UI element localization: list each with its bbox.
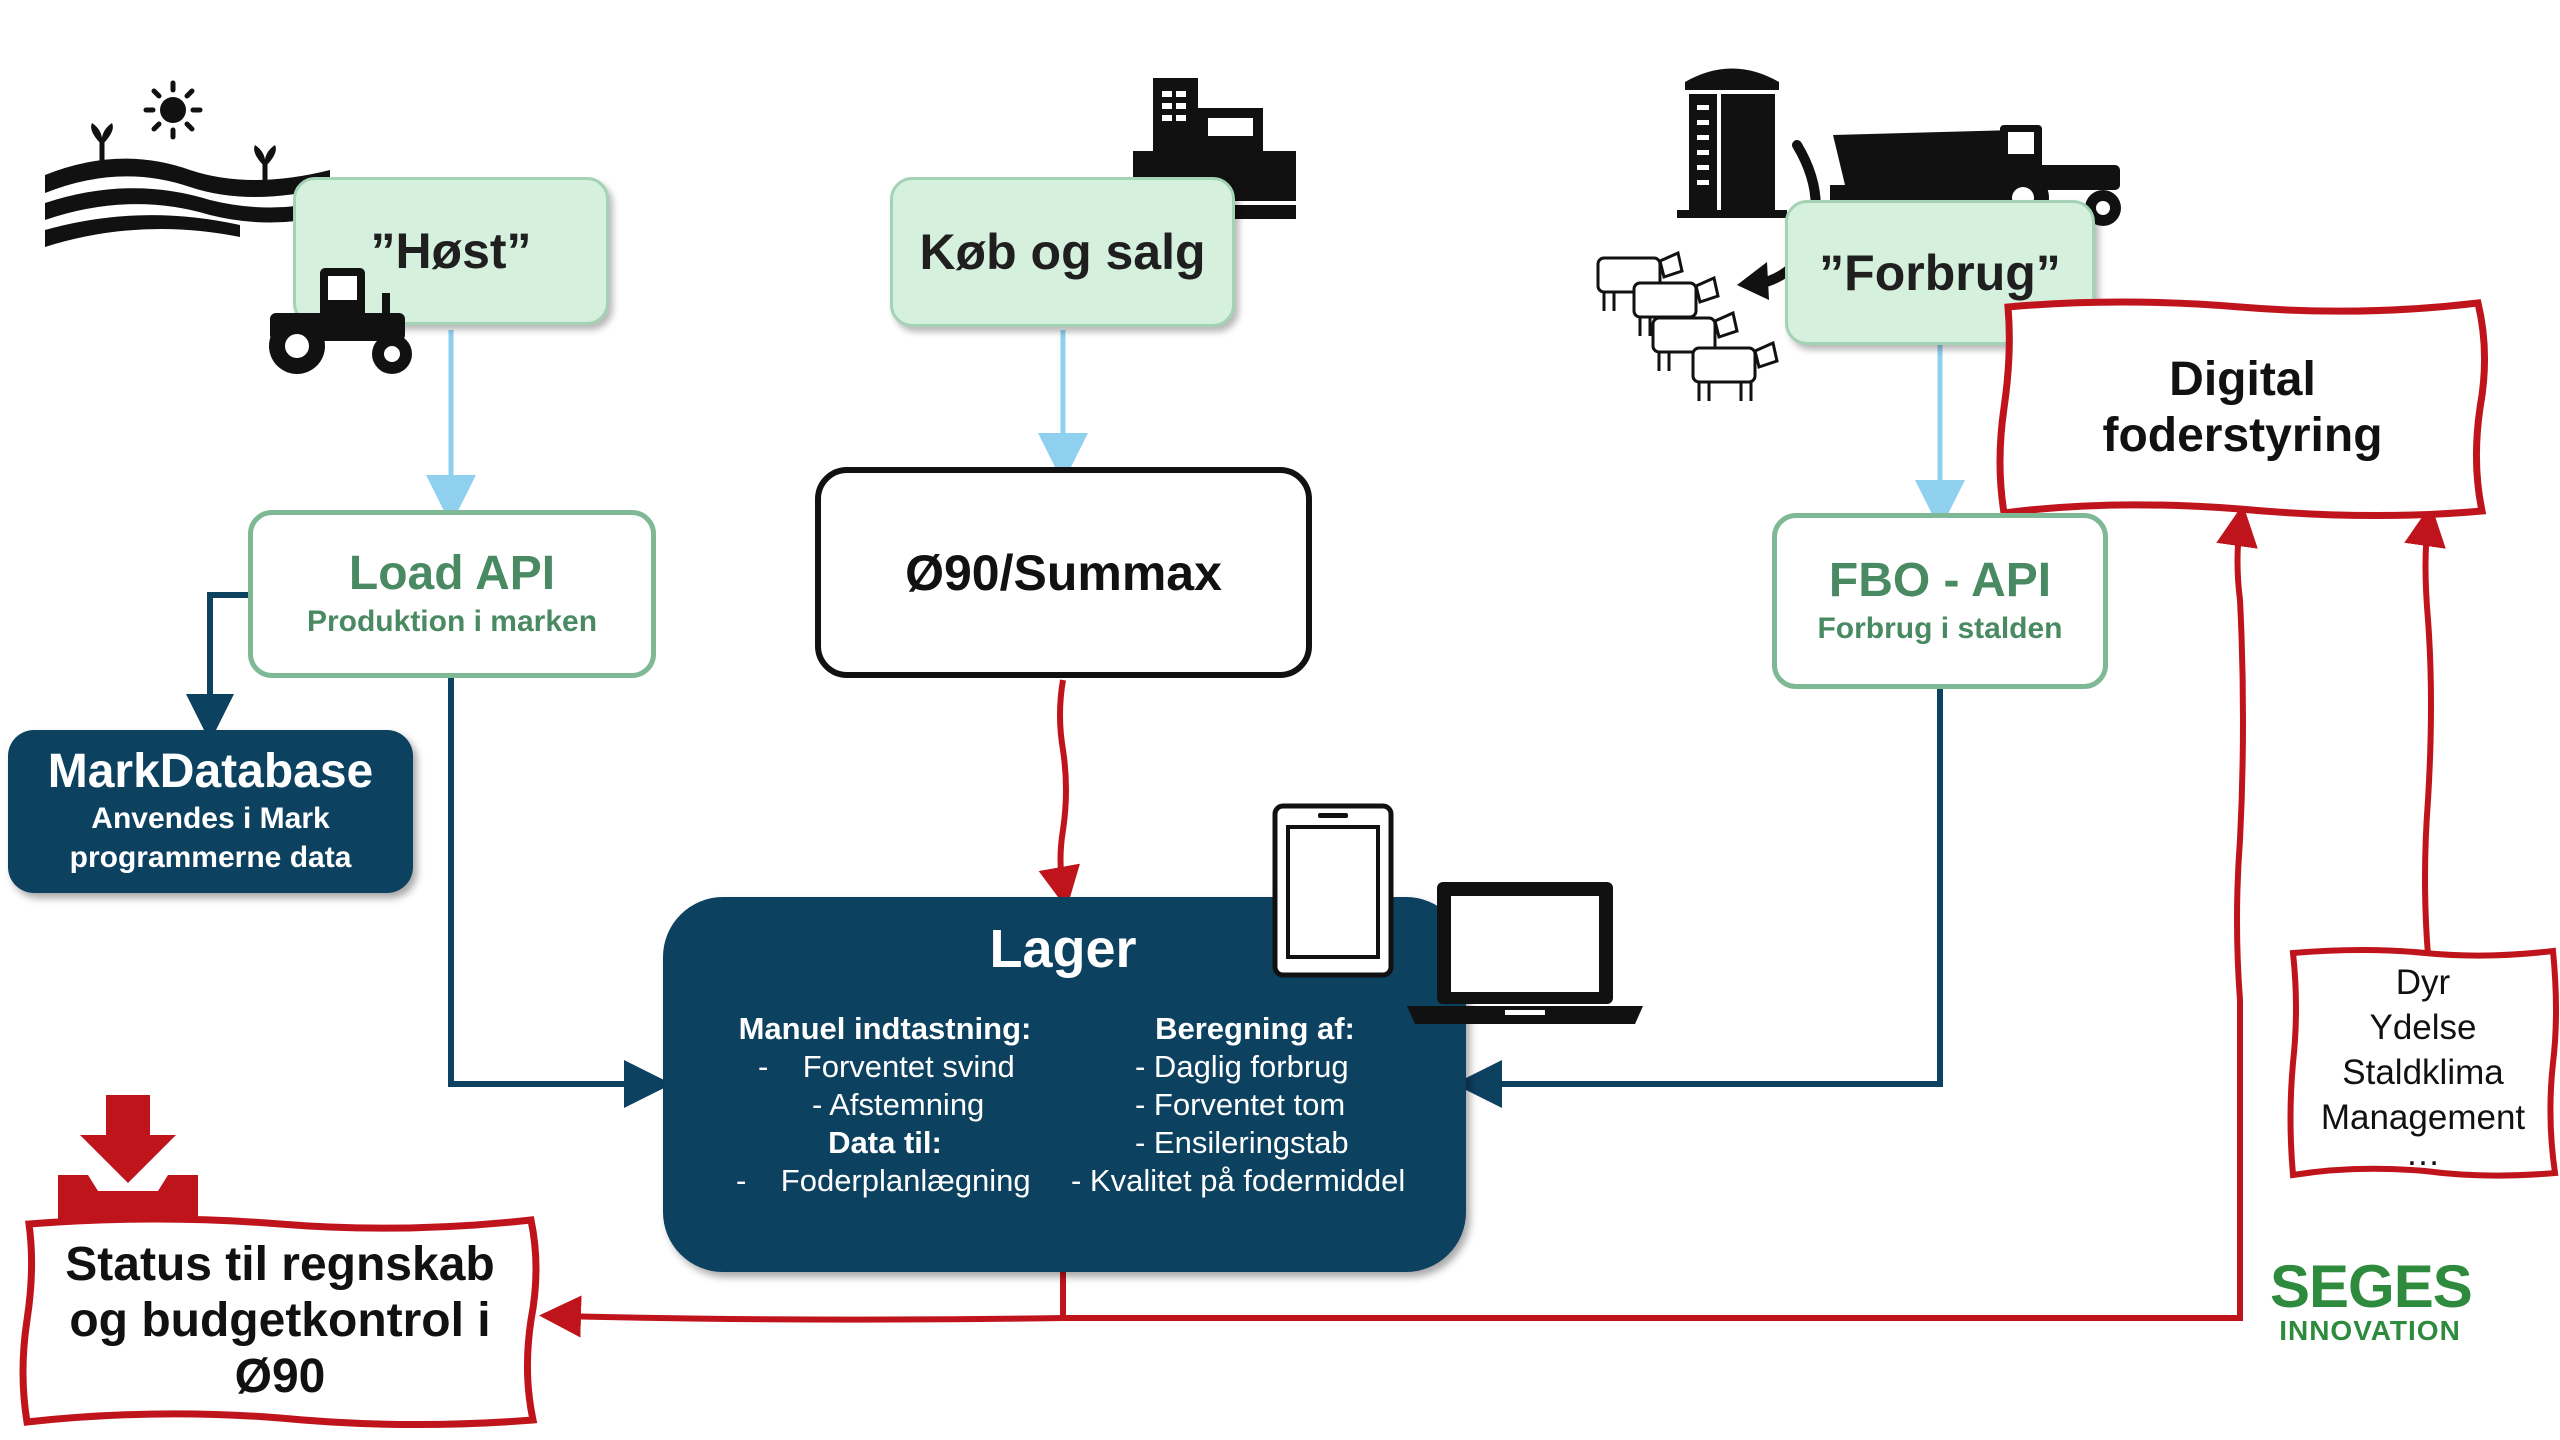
lager-right-item-ensilering: - Ensileringstab <box>1135 1125 1349 1160</box>
fbo-api-title: FBO - API <box>1828 553 2052 607</box>
lager-right-item-daglig: - Daglig forbrug <box>1135 1049 1349 1084</box>
lager-right-item-tom: - Forventet tom <box>1135 1087 1346 1122</box>
o90-title: Ø90/Summax <box>905 544 1222 601</box>
digital-line2: foderstyring <box>2102 408 2383 462</box>
cash-register-icon <box>1133 78 1296 219</box>
markdatabase-sub1: Anvendes i Mark <box>91 801 330 835</box>
status-line2: og budgetkontrol i <box>69 1294 491 1347</box>
arrow-o90-to-lager <box>1038 679 1080 909</box>
load-api-title: Load API <box>348 546 556 600</box>
dyr-box-border <box>2287 947 2559 1179</box>
markdatabase-title: MarkDatabase <box>47 745 374 799</box>
lager-right-heading: Beregning af: <box>1155 1011 1355 1046</box>
arrow-fbo-to-lager <box>1454 688 1943 1108</box>
dyr-item-ellipsis: … <box>2405 1134 2441 1173</box>
lager-left-heading-data: Data til: <box>828 1125 942 1160</box>
silo-icon <box>1677 68 1787 218</box>
dyr-item-dyr: Dyr <box>2395 963 2451 1002</box>
arrow-load-api-to-lager <box>448 677 672 1108</box>
dyr-item-staldklima: Staldklima <box>2342 1053 2504 1092</box>
status-line1: Status til regnskab <box>65 1238 495 1291</box>
lager-right-column: Beregning af: - Daglig forbrug - Forvent… <box>1065 1010 1445 1200</box>
laptop-icon <box>1407 882 1643 1024</box>
lager-left-item-svind: - Forventet svind <box>758 1049 1015 1084</box>
seges-logo-line1: SEGES <box>2270 1253 2473 1320</box>
lager-right-item-kvalitet: - Kvalitet på fodermiddel <box>1071 1163 1406 1198</box>
status-line3: Ø90 <box>234 1350 326 1403</box>
lager-left-heading-manuel: Manuel indtastning: <box>738 1011 1032 1046</box>
arrow-load-api-to-markdatabase <box>186 592 248 742</box>
kob-salg-box: Køb og salg <box>890 177 1235 327</box>
seges-logo: SEGES INNOVATION <box>2270 1253 2473 1346</box>
fbo-api-box: FBO - API Forbrug i stalden <box>1772 513 2108 689</box>
seges-logo-line2: INNOVATION <box>2279 1315 2461 1346</box>
fbo-api-sub: Forbrug i stalden <box>1817 612 2063 646</box>
status-box: Status til regnskab og budgetkontrol i Ø… <box>30 1222 530 1420</box>
load-api-box: Load API Produktion i marken <box>248 510 656 678</box>
cows-icon <box>1596 250 1779 401</box>
dyr-item-ydelse: Ydelse <box>2369 1008 2477 1047</box>
digital-line1: Digital <box>2169 352 2316 406</box>
digital-box: Digital foderstyring <box>2000 305 2485 510</box>
status-box-border <box>19 1215 540 1429</box>
dyr-item-management: Management <box>2320 1098 2526 1137</box>
markdatabase-sub2: programmerne data <box>69 840 352 874</box>
arrow-lager-to-status <box>1060 504 2258 1321</box>
o90-box: Ø90/Summax <box>815 467 1312 678</box>
lager-left-column: Manuel indtastning: - Forventet svind - … <box>690 1010 1080 1200</box>
digital-box-border <box>1996 298 2489 520</box>
host-label: ”Høst” <box>370 223 532 279</box>
markdatabase-box: MarkDatabase Anvendes i Mark programmern… <box>8 730 413 893</box>
arrow-to-status-box <box>539 1295 1064 1338</box>
field-sun-icon <box>45 80 330 247</box>
kob-salg-label: Køb og salg <box>919 224 1206 280</box>
forbrug-label: ”Forbrug” <box>1819 244 2061 301</box>
arrow-dyr-to-digital <box>2404 504 2446 956</box>
dyr-box: Dyr Ydelse Staldklima Management … <box>2292 953 2554 1175</box>
tractor-icon <box>269 268 412 374</box>
load-api-sub: Produktion i marken <box>306 605 598 639</box>
tablet-icon <box>1272 803 1394 978</box>
lager-title: Lager <box>989 919 1137 979</box>
lager-left-item-afstemning: - Afstemning <box>812 1087 985 1122</box>
lager-left-item-foderplan: - Foderplanlægning <box>736 1163 1031 1198</box>
